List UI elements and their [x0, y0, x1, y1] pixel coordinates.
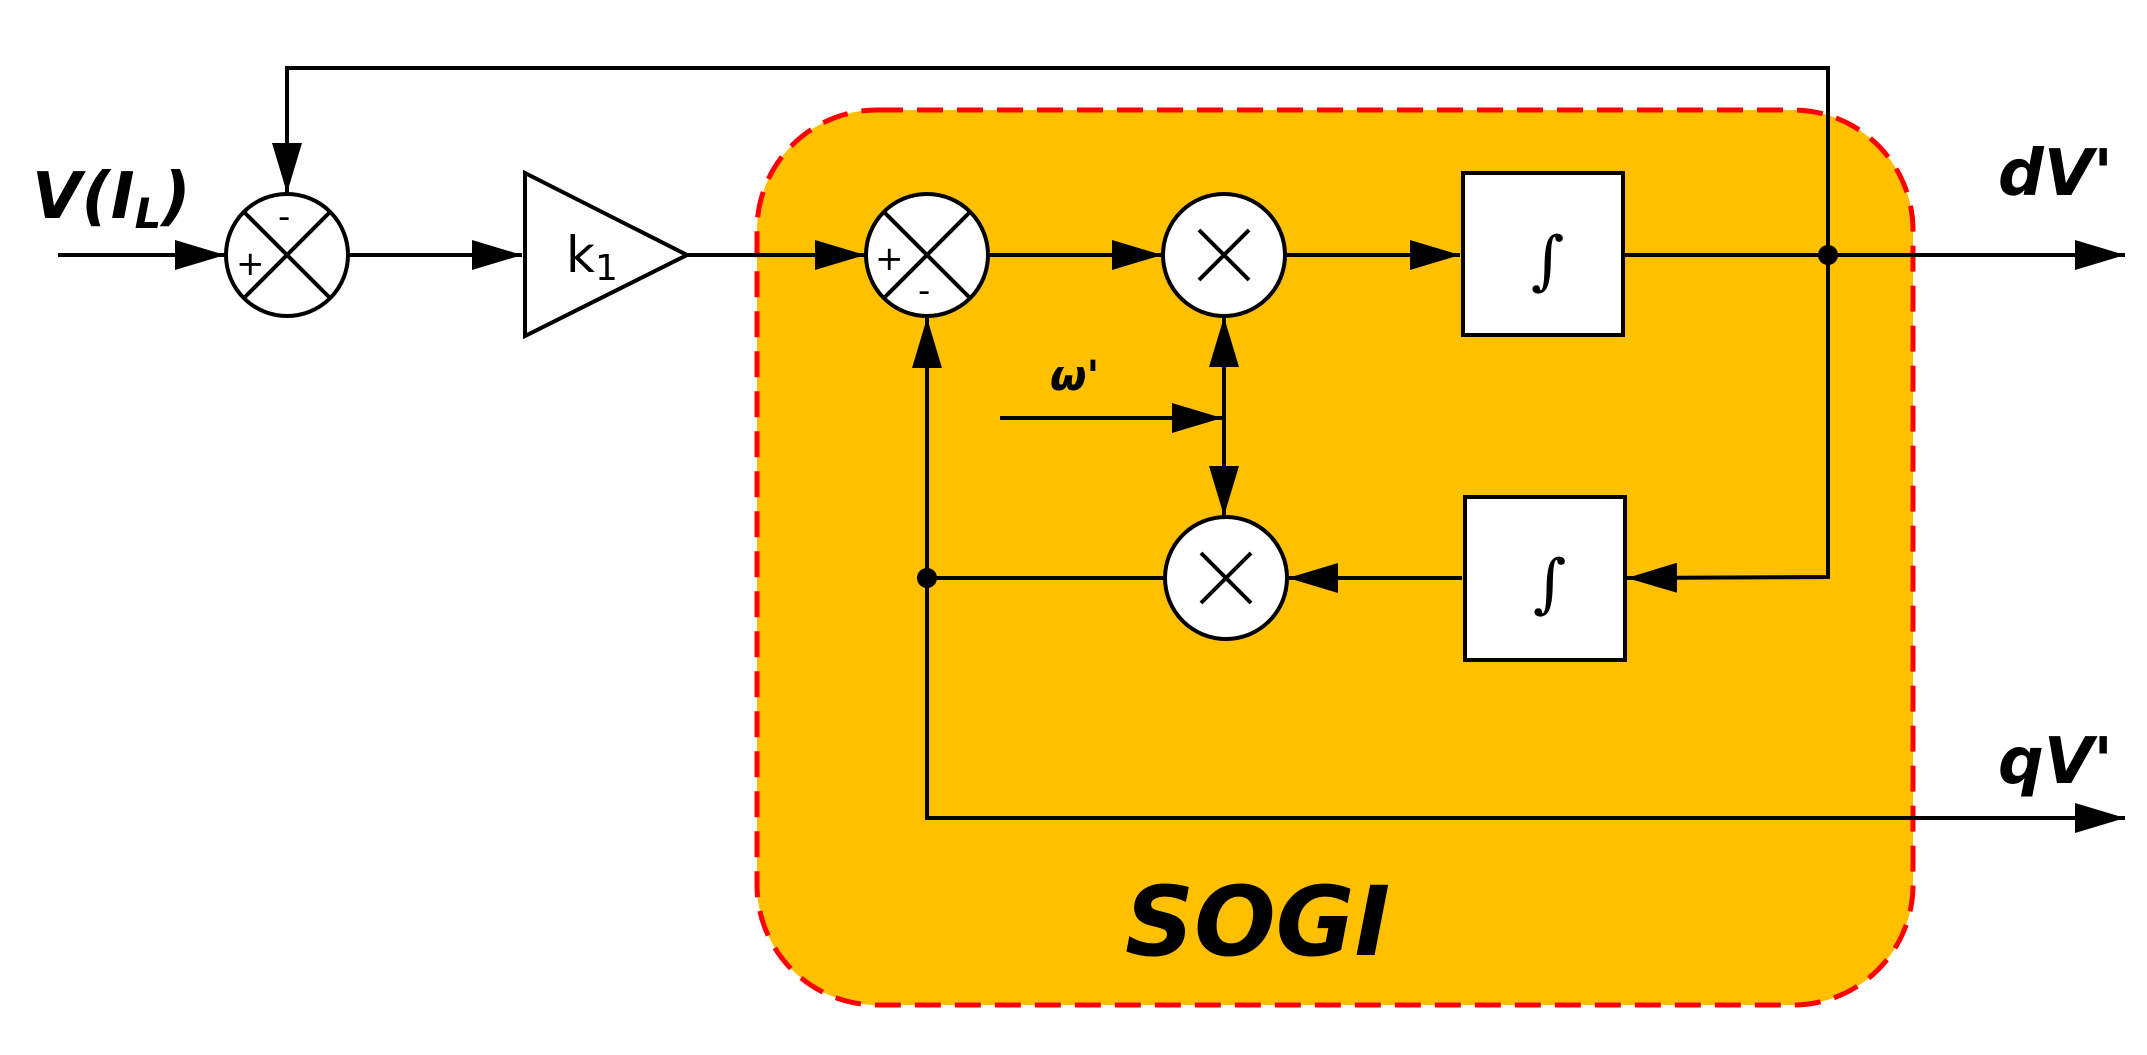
sum2-minus-sign: - [918, 271, 930, 311]
summing-junction-1 [224, 192, 350, 318]
sum1-plus-sign: + [236, 244, 265, 284]
dv-junction-dot [1818, 245, 1838, 265]
omega-label: ω' [1050, 351, 1099, 400]
output-dv-label: dV' [1998, 137, 2113, 211]
sum2-plus-sign: + [875, 239, 904, 279]
integrator-1-symbol: ∫ [1531, 224, 1564, 298]
sum1-minus-sign: - [278, 197, 290, 237]
integrator-2-symbol: ∫ [1533, 547, 1566, 621]
outer-feedback-wire [272, 66, 1830, 255]
gain-k1-label: k1 [566, 226, 618, 289]
junction-to-qv-wire [925, 578, 2125, 833]
qv-junction-dot [917, 568, 937, 588]
multiplier-2 [1163, 515, 1289, 641]
sogi-label: SOGI [1125, 866, 1390, 978]
gain-k1-triangle [523, 169, 692, 340]
dv-to-int2-wire [1626, 255, 1830, 593]
input-label: V(IL) [32, 160, 191, 238]
integrator-1 [1461, 171, 1625, 337]
integrator-2 [1463, 495, 1627, 662]
output-qv-label: qV' [1998, 725, 2113, 799]
multiplier-1 [1161, 192, 1287, 318]
summing-junction-2 [864, 192, 990, 318]
